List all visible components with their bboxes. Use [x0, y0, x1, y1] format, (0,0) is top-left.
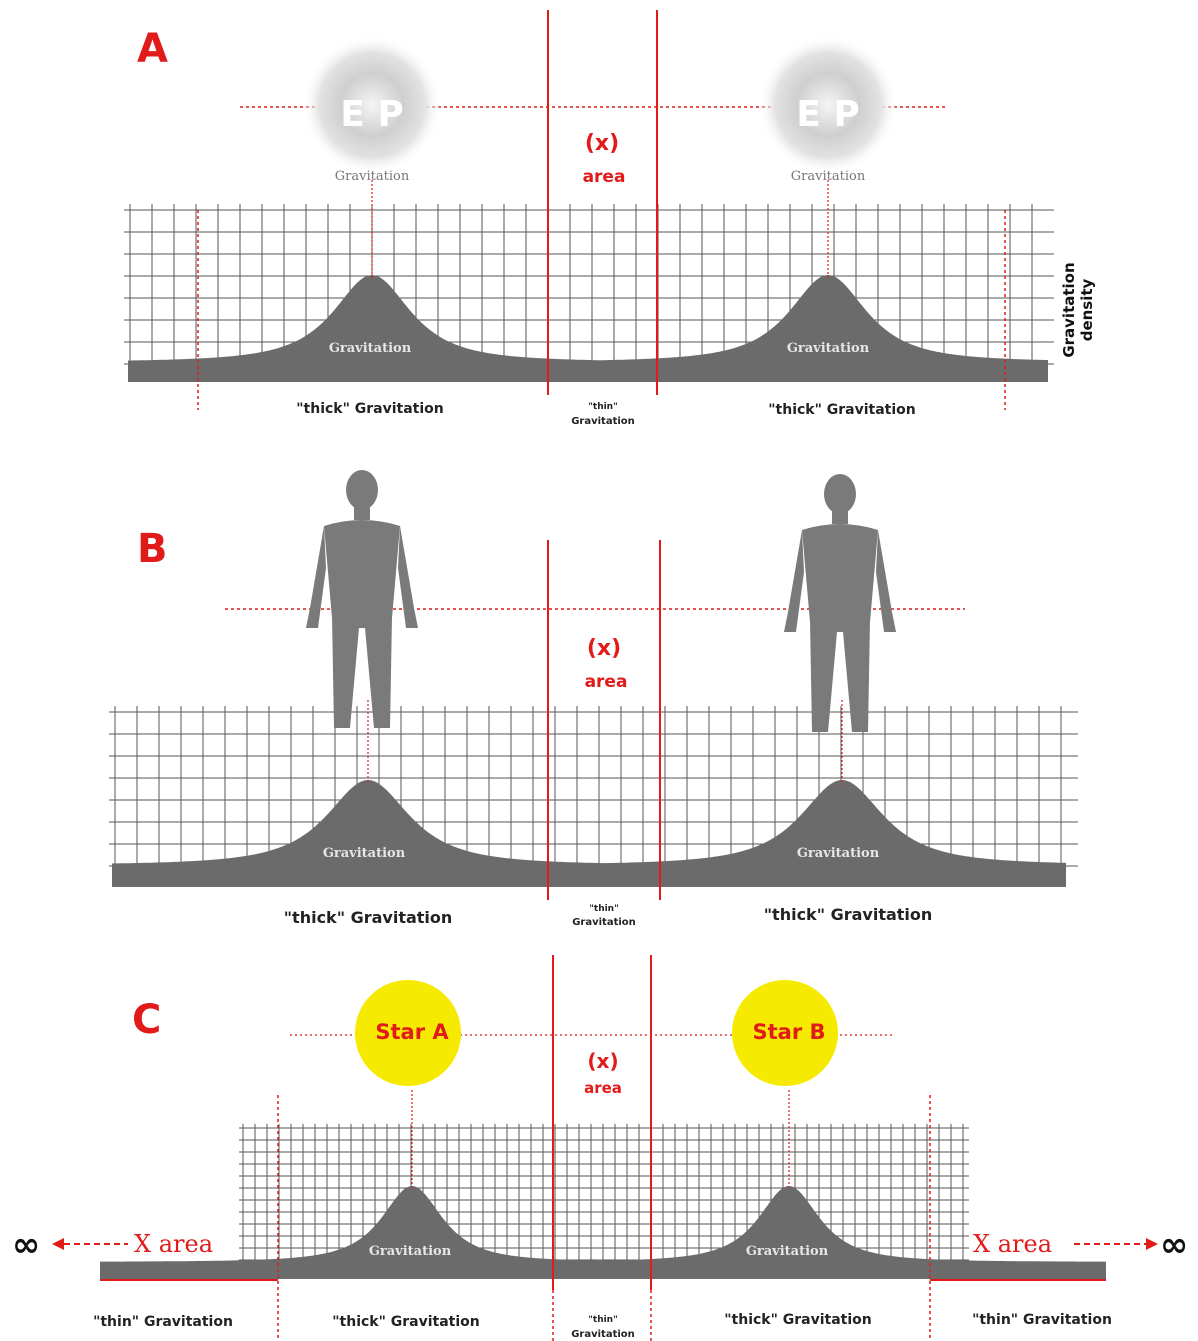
panel-c-letter: C: [132, 997, 161, 1043]
panel-a-source-right-label: E P: [796, 94, 860, 135]
panel-a-source-left-sub: Gravitation: [335, 169, 410, 184]
panel-a-axis-title: Gravitation density: [1060, 262, 1096, 357]
panel-c-thick-right: "thick" Gravitation: [724, 1312, 872, 1328]
panel-a-bump-right-label: Gravitation: [787, 341, 870, 356]
panel-c-thin-left: "thin" Gravitation: [93, 1314, 233, 1330]
panel-b-thick-left: "thick" Gravitation: [284, 908, 453, 927]
panel-a-thin-bottom: Gravitation: [571, 416, 635, 427]
panel-a-letter: A: [137, 26, 168, 72]
panel-a-x-symbol: (x): [585, 131, 619, 156]
panel-b-thin-bottom: Gravitation: [572, 917, 636, 928]
panel-c-grid: [239, 1124, 969, 1266]
panel-a-bump-left-label: Gravitation: [329, 341, 412, 356]
panel-c-x-word: area: [584, 1079, 622, 1097]
panel-b-letter: B: [137, 526, 168, 572]
human-silhouette-icon: [784, 474, 896, 732]
star-b-label: Star B: [752, 1020, 825, 1044]
panel-b-thick-right: "thick" Gravitation: [764, 905, 933, 924]
star-icon: Star B: [732, 980, 838, 1086]
panel-c-bump-right-label: Gravitation: [746, 1244, 829, 1259]
panel-c-thick-left: "thick" Gravitation: [332, 1314, 480, 1330]
panel-a-gravitation-field: [128, 275, 1048, 382]
panel-b-thin-top: "thin": [589, 904, 619, 914]
infinity-icon: ∞: [1160, 1225, 1188, 1265]
panel-c-gravitation-field: [100, 1186, 1106, 1279]
panel-a-thin-top: "thin": [588, 402, 618, 412]
panel-c-thin-right: "thin" Gravitation: [972, 1312, 1112, 1328]
panel-b-x-symbol: (x): [587, 636, 621, 661]
panel-b-gravitation-field: [112, 780, 1066, 887]
panel-b-bump-left-label: Gravitation: [323, 846, 406, 861]
panel-a-source-right-sub: Gravitation: [791, 169, 866, 184]
panel-c-bump-left-label: Gravitation: [369, 1244, 452, 1259]
gravity-source-icon: E P Gravitation: [302, 35, 442, 184]
star-a-label: Star A: [375, 1020, 449, 1044]
panel-c-thin-center-bottom: Gravitation: [571, 1329, 635, 1340]
panel-a: A E P Gravitation E P Gravitation (x) ar…: [124, 10, 1096, 427]
star-icon: Star A: [355, 980, 461, 1086]
panel-a-thick-right: "thick" Gravitation: [768, 402, 916, 418]
panel-b: B (x) area Gravitation Gravitation "thic…: [109, 470, 1078, 928]
panel-b-bump-right-label: Gravitation: [797, 846, 880, 861]
x-area-right-label: X area: [973, 1230, 1052, 1258]
panel-c: C Star A Star B (x) area Gravitation Gra…: [12, 955, 1188, 1341]
panel-a-x-word: area: [583, 167, 626, 187]
panel-a-axis-title-line1: Gravitation: [1060, 262, 1078, 357]
panel-a-axis-title-line2: density: [1078, 278, 1096, 341]
panel-a-source-left-label: E P: [340, 94, 404, 135]
panel-c-thin-center-top: "thin": [588, 1315, 618, 1325]
human-silhouette-icon: [306, 470, 418, 728]
panel-a-thick-left: "thick" Gravitation: [296, 401, 444, 417]
panel-b-x-word: area: [585, 672, 628, 692]
gravity-source-icon: E P Gravitation: [758, 35, 898, 184]
x-area-left-label: X area: [134, 1230, 213, 1258]
arrow-left-icon: [52, 1238, 128, 1250]
infinity-icon: ∞: [12, 1225, 40, 1265]
panel-c-x-symbol: (x): [587, 1049, 618, 1073]
arrow-right-icon: [1074, 1238, 1158, 1250]
